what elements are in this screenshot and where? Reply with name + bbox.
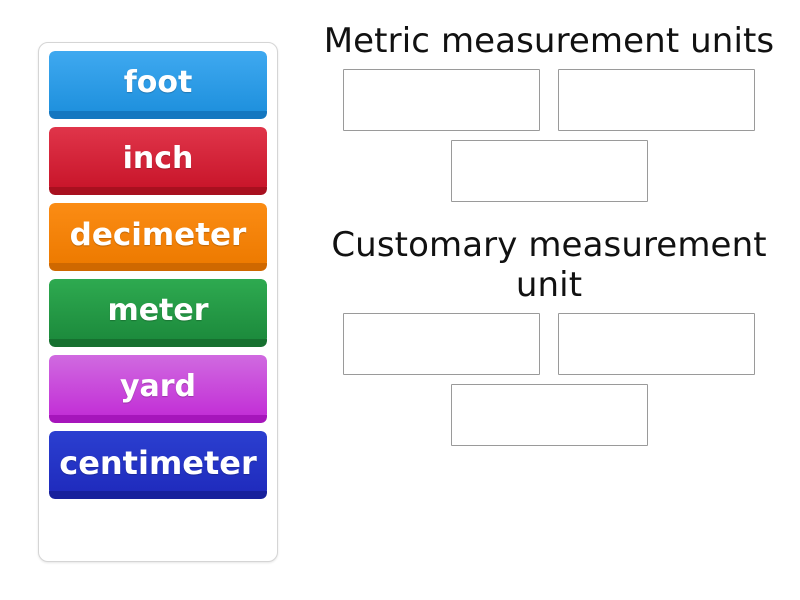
tile-face bbox=[49, 127, 267, 189]
category-panel: Metric measurement units Customary measu… bbox=[318, 21, 780, 570]
word-tile-tray: foot inch decimeter meter yard centimete… bbox=[38, 42, 278, 562]
tile-label: decimeter bbox=[69, 216, 247, 253]
tile-bevel bbox=[49, 111, 267, 119]
draggable-tile-inch[interactable]: inch bbox=[49, 127, 267, 195]
category-metric: Metric measurement units bbox=[318, 21, 780, 203]
tile-label: yard bbox=[119, 369, 197, 404]
dropzone-group-customary bbox=[318, 313, 780, 447]
dropzone-customary-2[interactable] bbox=[558, 313, 755, 376]
draggable-tile-meter[interactable]: meter bbox=[49, 279, 267, 347]
tile-face bbox=[49, 279, 267, 341]
dropzone-metric-1[interactable] bbox=[343, 69, 540, 132]
tile-bevel bbox=[49, 263, 267, 271]
dropzone-row bbox=[318, 313, 780, 376]
tile-face bbox=[49, 355, 267, 417]
tile-label: inch bbox=[122, 141, 194, 176]
tile-face bbox=[49, 431, 267, 493]
dropzone-customary-3[interactable] bbox=[450, 384, 648, 447]
tile-label: centimeter bbox=[59, 444, 257, 482]
draggable-tile-foot[interactable]: foot bbox=[49, 51, 267, 119]
tile-bevel bbox=[49, 339, 267, 347]
tile-bevel bbox=[49, 491, 267, 499]
draggable-tile-yard[interactable]: yard bbox=[49, 355, 267, 423]
dropzone-row bbox=[318, 69, 780, 132]
tile-bevel bbox=[49, 187, 267, 195]
dropzone-metric-2[interactable] bbox=[558, 69, 755, 132]
draggable-tile-centimeter[interactable]: centimeter bbox=[49, 431, 267, 499]
dropzone-row bbox=[318, 384, 780, 447]
tile-face bbox=[49, 203, 267, 265]
category-title-metric: Metric measurement units bbox=[323, 21, 775, 61]
tile-label: meter bbox=[107, 293, 209, 328]
dropzone-metric-3[interactable] bbox=[450, 140, 648, 203]
tile-face bbox=[49, 51, 267, 113]
category-title-customary: Customary measurement unit bbox=[331, 225, 767, 305]
tile-label: foot bbox=[123, 65, 193, 100]
tile-bevel bbox=[49, 415, 267, 423]
category-customary: Customary measurement unit bbox=[318, 225, 780, 447]
draggable-tile-decimeter[interactable]: decimeter bbox=[49, 203, 267, 271]
dropzone-customary-1[interactable] bbox=[343, 313, 540, 376]
dropzone-group-metric bbox=[318, 69, 780, 203]
dropzone-row bbox=[318, 140, 780, 203]
